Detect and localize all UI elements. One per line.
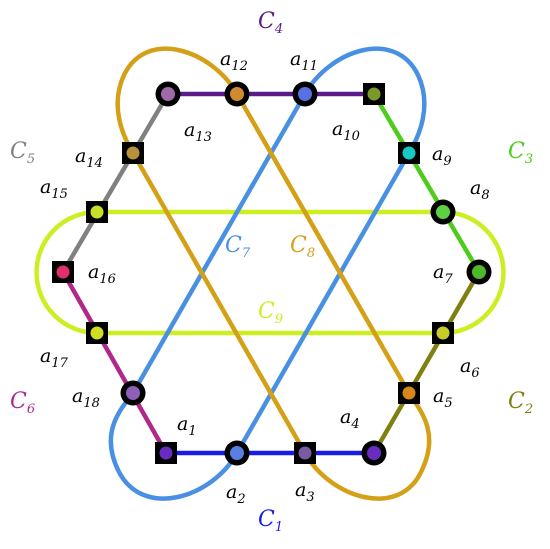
vertex-a12 bbox=[230, 87, 244, 101]
vertex-a9 bbox=[402, 146, 416, 160]
label-c6: C6 bbox=[10, 389, 35, 417]
vertex-a14 bbox=[126, 146, 140, 160]
vertices-layer bbox=[52, 81, 492, 466]
labels-layer: a1 a2 a3 a4 a5 a6 a7 a8 a9 a10 a11 a12 a13 a14 a15 a16 a… bbox=[10, 9, 533, 535]
label-a11: a11 bbox=[290, 48, 318, 74]
curve-c8 bbox=[115, 46, 432, 501]
vertex-a13 bbox=[161, 87, 175, 101]
label-a2: a2 bbox=[226, 481, 246, 507]
label-a8: a8 bbox=[470, 177, 490, 203]
label-a6: a6 bbox=[460, 355, 480, 381]
vertex-a5 bbox=[402, 386, 416, 400]
label-c3: C3 bbox=[508, 139, 533, 167]
vertex-a17 bbox=[90, 326, 104, 340]
vertex-a2 bbox=[230, 446, 244, 460]
label-a14: a14 bbox=[75, 145, 103, 171]
vertex-a10 bbox=[367, 87, 381, 101]
label-a10: a10 bbox=[332, 118, 360, 144]
label-a15: a15 bbox=[40, 176, 68, 202]
vertex-a1 bbox=[159, 446, 173, 460]
label-c5: C5 bbox=[10, 139, 35, 167]
label-c4: C4 bbox=[258, 9, 283, 37]
label-c7: C7 bbox=[225, 233, 251, 261]
label-c1: C1 bbox=[258, 507, 283, 535]
label-a18: a18 bbox=[72, 385, 100, 411]
label-a13: a13 bbox=[184, 119, 212, 145]
label-c8: C8 bbox=[290, 233, 315, 261]
vertex-a18 bbox=[126, 386, 140, 400]
curve-c7 bbox=[108, 46, 427, 501]
label-c9: C9 bbox=[258, 299, 283, 327]
vertex-a4 bbox=[367, 446, 381, 460]
vertex-a15 bbox=[90, 205, 104, 219]
vertex-a7 bbox=[472, 265, 486, 279]
vertex-a16 bbox=[56, 265, 70, 279]
label-c2: C2 bbox=[508, 389, 533, 417]
curve-c5 bbox=[60, 91, 171, 275]
vertex-a11 bbox=[298, 87, 312, 101]
label-a9: a9 bbox=[432, 143, 452, 169]
curve-c3 bbox=[371, 91, 482, 275]
label-a1: a1 bbox=[177, 413, 197, 439]
vertex-a6 bbox=[436, 326, 450, 340]
label-a17: a17 bbox=[40, 345, 69, 371]
label-a5: a5 bbox=[433, 385, 453, 411]
label-a3: a3 bbox=[295, 479, 315, 505]
label-a16: a16 bbox=[88, 261, 116, 287]
label-a7: a7 bbox=[433, 261, 453, 287]
label-a4: a4 bbox=[340, 406, 360, 432]
curve-c2 bbox=[371, 269, 482, 456]
vertex-a8 bbox=[436, 205, 450, 219]
curve-c6 bbox=[60, 269, 169, 456]
label-a12: a12 bbox=[220, 48, 248, 74]
vertex-a3 bbox=[298, 446, 312, 460]
